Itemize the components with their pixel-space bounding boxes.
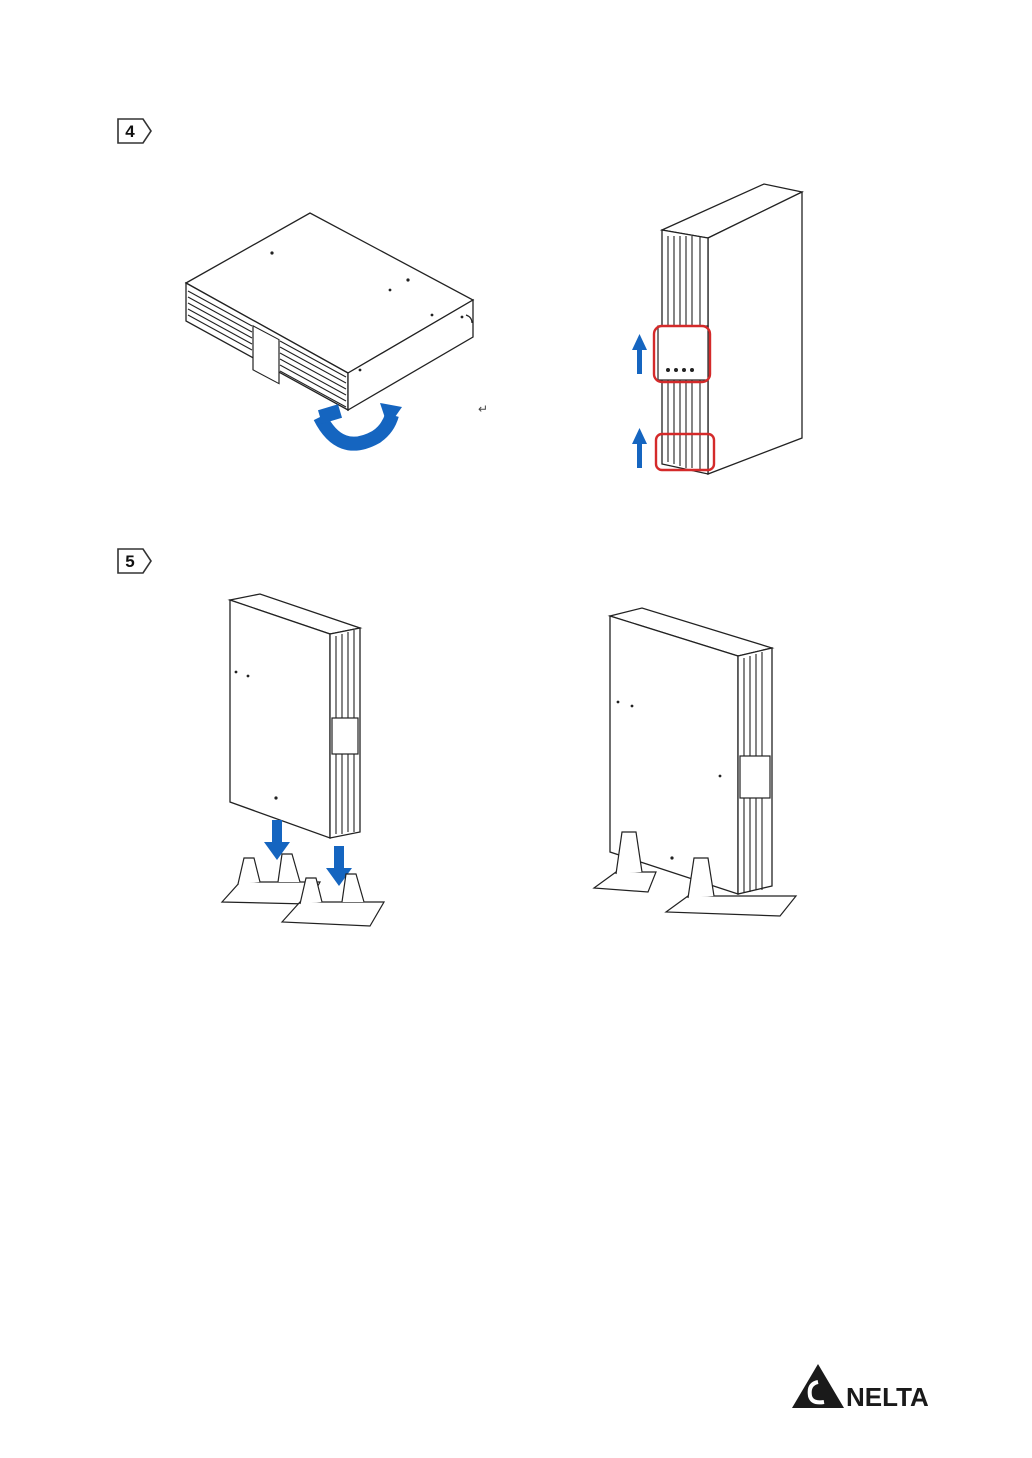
stand-base [222,854,384,926]
brand-name: NELTA [846,1382,928,1412]
step-4-number: 4 [125,122,135,141]
step-5-number: 5 [125,552,134,571]
step5-ups-standing-figure [592,604,802,924]
delta-logo: NELTA [788,1362,928,1412]
rotate-arrow-icon [320,403,402,444]
step-4-marker: 4 [117,118,153,144]
delta-triangle-icon [792,1364,844,1408]
up-arrow-icon [632,334,647,468]
step4-ups-tower-figure [620,178,820,480]
step4-ups-horizontal-figure: ↵ [180,205,510,455]
step-5-marker: 5 [117,548,153,574]
return-mark: ↵ [478,402,488,416]
step5-ups-lowering-figure [220,592,390,937]
